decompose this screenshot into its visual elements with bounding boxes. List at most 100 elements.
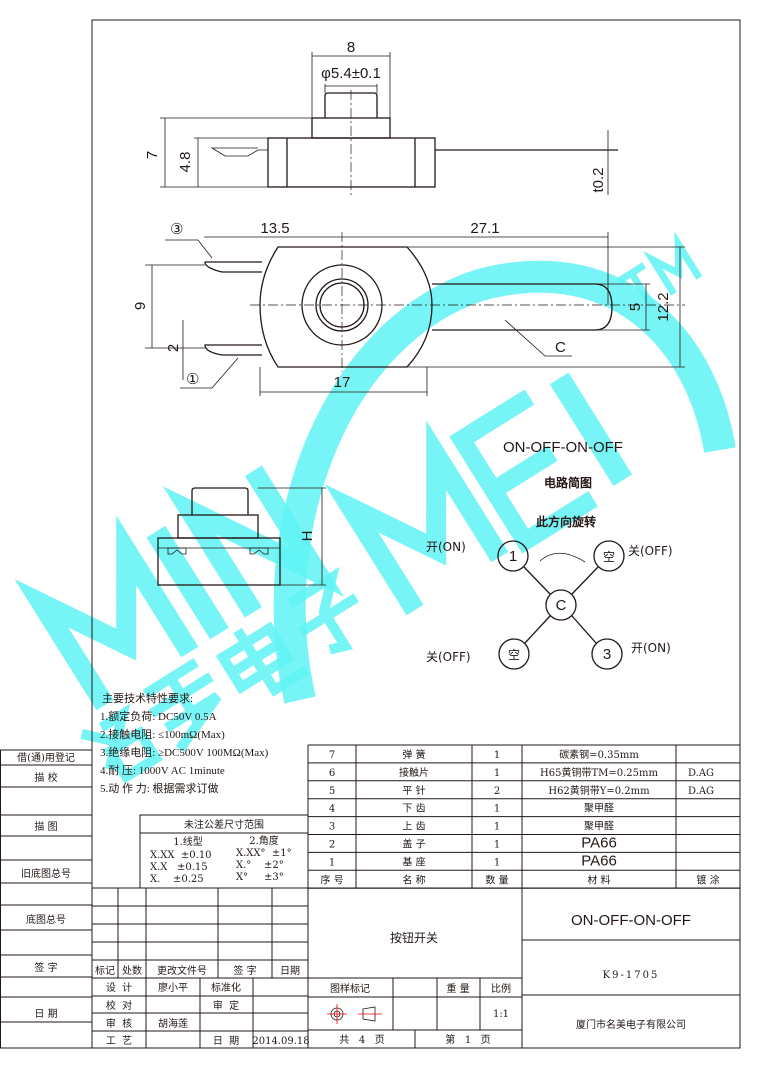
- parts-cell: 碳素钢=0.35mm: [559, 748, 639, 761]
- node-empty-1: 空: [603, 550, 615, 564]
- parts-header: 名 称: [402, 873, 425, 886]
- left-column-label: 描 校: [34, 771, 57, 784]
- angle-tol: X.° ±2°: [236, 860, 284, 871]
- revision-header: 处数: [122, 964, 142, 977]
- spec-line: 3.绝缘电阻: ≥DC500V 100MΩ(Max): [100, 745, 269, 759]
- watermark-logo-mei: [324, 372, 633, 616]
- parts-cell: 盖 子: [402, 838, 425, 851]
- linear-title: 1.线型: [173, 835, 203, 848]
- left-column-label: 日 期: [34, 1008, 57, 1020]
- watermark-logo-min: [14, 465, 344, 711]
- process-label: 工 艺: [106, 1035, 132, 1047]
- designer-name: 廖小平: [158, 981, 188, 994]
- parts-cell: 2: [329, 840, 335, 851]
- specs-title: 主要技术特性要求:: [102, 691, 193, 705]
- technical-specs: 主要技术特性要求: 1.额定负荷: DC50V 0.5A 2.接触电阻: ≤10…: [100, 691, 269, 795]
- review-label: 审 核: [106, 1017, 132, 1030]
- angle-title: 2.角度: [249, 834, 279, 847]
- watermark-subtext-mark: [80, 566, 359, 784]
- projection-symbol-icon: [327, 1004, 382, 1024]
- parts-cell: 下 齿: [402, 803, 425, 815]
- revision-header: 日期: [280, 965, 300, 977]
- parts-header: 序 号: [320, 873, 343, 886]
- node-3: 3: [603, 646, 611, 663]
- pin1-label: ①: [186, 371, 199, 388]
- mark-label: 图样标记: [330, 982, 370, 995]
- reviewer-name: 胡海莲: [158, 1017, 188, 1030]
- dim-plate: 12.2: [655, 292, 672, 321]
- spec-line: 4.耐 压: 1000V AC 1minute: [100, 764, 225, 777]
- rotate-note: 此方向旋转: [536, 514, 596, 529]
- parts-cell: 1: [494, 750, 500, 761]
- rotation-arrow: [539, 552, 586, 563]
- parts-cell: 6: [329, 768, 335, 779]
- dim-pin: 2: [165, 344, 182, 352]
- left-column-label: 旧底图总号: [21, 867, 71, 880]
- side-view: 8 φ5.4±0.1 7 4.8 t0.2: [144, 39, 618, 195]
- small-side-view: H: [157, 487, 326, 586]
- approve-label: 审 定: [213, 999, 239, 1012]
- parts-cell: 1: [329, 857, 335, 868]
- circuit-title: ON-OFF-ON-OFF: [503, 439, 623, 456]
- linear-tol: X. ±0.25: [150, 874, 204, 885]
- tolerance-table: 未注公差尺寸范围 1.线型 2.角度 X.XX ±0.10 X.X ±0.15 …: [139, 814, 309, 889]
- date-value: 2014.09.18: [252, 1036, 309, 1047]
- parts-cell: 基 座: [402, 855, 425, 868]
- parts-cell: H62黄铜带Y=0.2mm: [548, 784, 650, 797]
- dim-h: H: [299, 531, 316, 542]
- parts-cell: 1: [494, 840, 500, 851]
- parts-cell: 1: [494, 857, 500, 868]
- parts-header: 数 量: [485, 873, 508, 886]
- design-label: 设 计: [106, 981, 132, 994]
- node-empty-2: 空: [508, 648, 520, 662]
- revision-header: 签 字: [233, 964, 256, 977]
- revision-header: 更改文件号: [157, 964, 207, 977]
- parts-header: 材 料: [587, 873, 610, 886]
- parts-header: 镀 涂: [696, 873, 719, 886]
- parts-cell: 平 针: [402, 784, 425, 797]
- node-c: C: [556, 597, 567, 614]
- scale-label: 比例: [491, 982, 511, 995]
- dim-diameter: φ5.4±0.1: [321, 65, 381, 82]
- parts-cell: 7: [329, 750, 335, 761]
- page-number: 第 1 页: [445, 1033, 490, 1046]
- dim-body: 17: [334, 374, 351, 391]
- check-label: 校 对: [106, 999, 132, 1012]
- spec-line: 5.动 作 力: 根据需求订做: [100, 781, 219, 795]
- label-off-1: 关(OFF): [628, 544, 673, 558]
- dim-tab: 5: [627, 303, 644, 311]
- parts-cell: 1: [494, 822, 500, 833]
- spec-line: 2.接触电阻: ≤100mΩ(Max): [100, 727, 225, 741]
- tolerance-title: 未注公差尺寸范围: [184, 818, 264, 831]
- parts-cell: 1: [494, 804, 500, 815]
- label-on-1: 开(ON): [426, 540, 466, 554]
- parts-cell: 聚甲醛: [584, 820, 614, 833]
- revision-header: 标记: [95, 965, 115, 977]
- parts-cell: PA66: [581, 835, 617, 852]
- standard-label: 标准化: [211, 981, 241, 994]
- node-1: 1: [509, 548, 517, 565]
- dim-right: 27.1: [470, 220, 499, 237]
- model-number: K9-1705: [603, 970, 660, 981]
- parts-cell: D.AG: [688, 786, 714, 797]
- date-label: 日 期: [213, 1035, 239, 1047]
- parts-cell: 上 齿: [402, 821, 425, 833]
- parts-cell: 1: [494, 768, 500, 779]
- parts-cell: 聚甲醛: [584, 802, 614, 815]
- watermark-tm-mark: [616, 231, 703, 309]
- label-off-2: 关(OFF): [426, 650, 471, 664]
- pin3-label: ③: [170, 221, 183, 238]
- circuit-subtitle: 电路简图: [544, 475, 592, 490]
- product-name: 按钮开关: [390, 930, 438, 945]
- scale-value: 1:1: [493, 1009, 509, 1020]
- angle-tol: X.XX° ±1°: [236, 848, 292, 859]
- parts-cell: 3: [329, 822, 335, 833]
- company-name: 厦门市名美电子有限公司: [576, 1018, 686, 1031]
- dim-left: 13.5: [260, 220, 289, 237]
- weight-label: 重 量: [446, 982, 469, 995]
- parts-cell: 4: [329, 804, 335, 815]
- title-block: 标记处数 更改文件号 签 字 日期 设 计 廖小平 标准化 校 对 审 定 审 核 胡…: [91, 745, 740, 1048]
